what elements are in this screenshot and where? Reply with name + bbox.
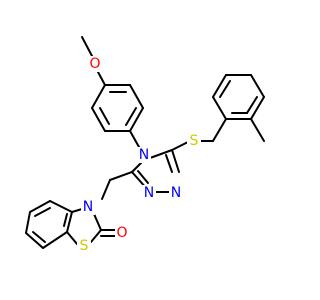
atom-benzothiazole-nitrogen: N	[83, 199, 93, 215]
bond-ring1-6	[91, 84, 106, 109]
bond-ring2-inner-2	[246, 96, 258, 114]
bond-ring1-3	[129, 107, 144, 132]
bond-ring1-2	[129, 84, 144, 109]
atom-triazole-n1: N	[171, 185, 181, 201]
bond-benzo-3	[25, 211, 31, 234]
bond-n2-c3-double	[137, 170, 149, 184]
bond-n-c2	[93, 213, 102, 231]
molecule-structure-diagram: O N N N S N S O	[25, 36, 265, 254]
bond-n4-c5	[149, 149, 173, 159]
molecule-svg: O N N N S N S O	[25, 36, 265, 254]
bond-s-c7a	[66, 231, 78, 245]
bond-ring2-5	[250, 96, 265, 120]
atom-methoxy-oxygen: O	[89, 56, 100, 72]
atom-carbonyl-oxygen: O	[116, 225, 127, 241]
bond-c5-s	[171, 141, 189, 151]
bond-c3a-n	[71, 208, 83, 213]
bond-o-aryl	[97, 71, 106, 86]
bond-ring2-inner-1	[219, 80, 231, 98]
bond-c5-n1	[171, 149, 180, 173]
bond-ch2-n	[101, 179, 111, 200]
bond-benzo-4	[25, 232, 44, 249]
bond-benzo-inner-2	[32, 231, 46, 243]
bond-ring2-methyl	[250, 118, 265, 142]
bond-benzo-inner-1	[34, 207, 51, 217]
bond-benzo-5	[42, 231, 68, 249]
bond-methyl-o	[81, 36, 93, 57]
atom-thioether-sulfur: S	[190, 133, 199, 149]
bond-c2-s	[90, 229, 102, 243]
atom-benzothiazole-sulfur: S	[80, 238, 89, 254]
bond-benzo-1	[49, 200, 73, 213]
bond-aryl-n4	[129, 130, 140, 148]
bond-ring1-inner-2	[125, 107, 137, 126]
bond-c5-n1-double	[165, 154, 173, 173]
bond-ring1-5	[91, 107, 106, 132]
bond-ch2-ring	[212, 118, 227, 142]
bond-benzo-2	[29, 200, 51, 213]
atom-triazole-n4: N	[139, 147, 149, 163]
bond-ring2-1	[212, 96, 227, 120]
bond-c3-ch2	[109, 171, 133, 181]
bond-ring2-2	[212, 74, 227, 98]
bond-benzo-inner-3	[63, 213, 68, 227]
atom-triazole-n2: N	[144, 185, 154, 201]
bond-ring1-inner-3	[99, 107, 110, 125]
bond-c3-n4	[131, 162, 142, 173]
bond-c7a-c3a	[66, 211, 73, 233]
bond-ring2-4	[250, 74, 265, 98]
